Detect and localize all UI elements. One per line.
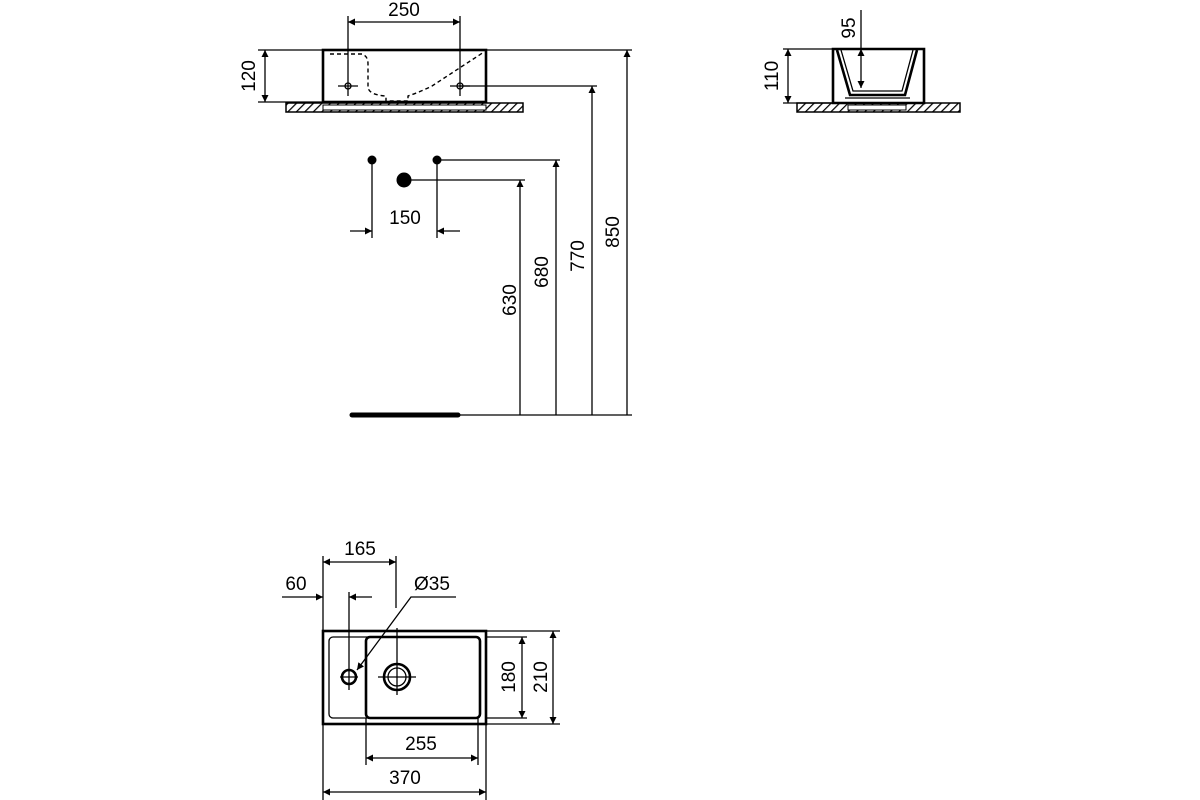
dimension-label: 180 bbox=[499, 661, 520, 693]
dimension-label: 250 bbox=[388, 0, 420, 21]
dimension-label: 255 bbox=[405, 734, 437, 755]
dimension-label: 680 bbox=[532, 256, 553, 288]
dimension-label: 120 bbox=[239, 60, 260, 92]
countertop bbox=[796, 102, 961, 113]
diameter-leader bbox=[356, 596, 456, 671]
dimension-label: 370 bbox=[389, 768, 421, 789]
countertop bbox=[285, 102, 524, 113]
front-view: 250 120 150 630 680 770 850 bbox=[239, 0, 632, 418]
dimension-label: 210 bbox=[531, 661, 552, 693]
bowl-outline bbox=[364, 635, 482, 720]
plan-view: 165 60 Ø35 180 210 255 370 bbox=[282, 539, 560, 800]
dimension-label: 150 bbox=[389, 208, 421, 229]
bowl-profile bbox=[835, 49, 919, 97]
dimension-label: Ø35 bbox=[414, 574, 450, 595]
side-view: 110 95 bbox=[762, 10, 961, 113]
dimension-label: 630 bbox=[500, 284, 521, 316]
dimension-label: 110 bbox=[762, 61, 783, 91]
dimension-label: 60 bbox=[285, 574, 306, 595]
dimension-label: 165 bbox=[344, 539, 376, 560]
dimension-label: 95 bbox=[839, 17, 860, 38]
dimension-label: 770 bbox=[568, 240, 589, 272]
dimension-label: 850 bbox=[603, 216, 624, 248]
basin-hidden-line bbox=[330, 51, 485, 102]
